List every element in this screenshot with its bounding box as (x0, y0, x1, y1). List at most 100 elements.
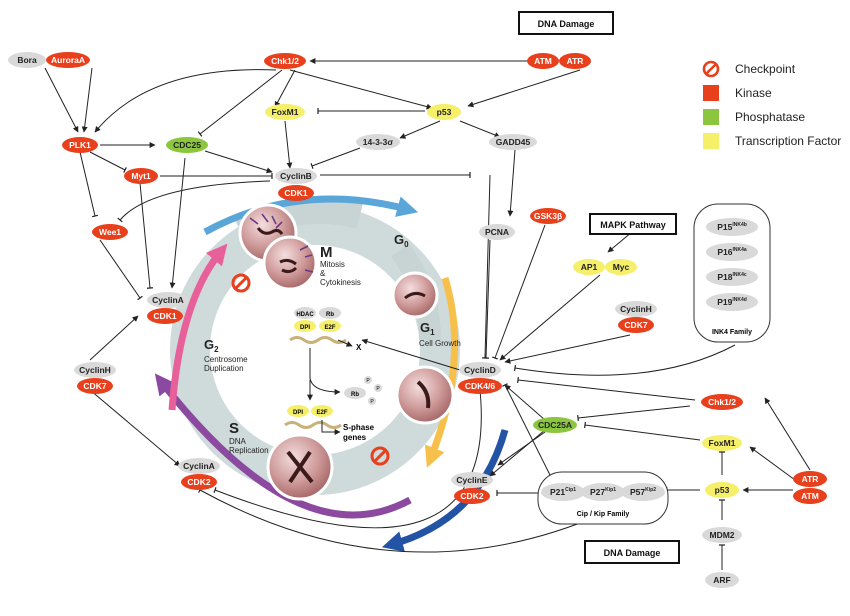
node-cyclin-e (451, 472, 493, 488)
node-foxm1-right (702, 435, 742, 451)
e2f-rb-mechanism: HDAC Rb DPI E2F X Rb P P P DPI E2F S-pha… (284, 307, 382, 442)
dna-strand-2 (284, 421, 342, 429)
node-p16-label: P16INK4a (717, 247, 747, 257)
node-cdk7-right-label: CDK7 (624, 320, 647, 330)
phosphate-3-label: P (370, 399, 374, 405)
node-p19-label: P19INK4d (717, 297, 747, 307)
s-phase-genes-2: genes (343, 433, 367, 442)
phosphate-2 (374, 384, 382, 392)
legend-phosphatase-swatch (703, 109, 719, 125)
cell-g1 (395, 365, 455, 425)
node-p16 (706, 243, 758, 261)
node-atm-right-label: ATM (801, 491, 819, 501)
rb-release-arrow (309, 348, 341, 395)
edge (44, 67, 79, 133)
edge (489, 429, 546, 477)
x-label: X (356, 343, 362, 352)
edge (399, 120, 441, 139)
edge (459, 120, 501, 138)
arc-g2-phase (168, 243, 228, 411)
node-cyclin-a-bottom (178, 458, 220, 474)
node-e2f-2-label: E2F (316, 410, 327, 416)
node-cyclin-b-label: CyclinB (280, 171, 312, 181)
node-p27-label: P27Kip1 (590, 487, 616, 497)
phase-m-label: M (320, 244, 333, 261)
phosphate-1-label: P (366, 378, 370, 384)
edge (467, 69, 581, 108)
edge (749, 446, 796, 481)
node-cdk2-e-label: CDK2 (460, 491, 483, 501)
node-cdc25-top (166, 137, 208, 153)
node-p15 (706, 218, 758, 236)
edge (169, 157, 186, 289)
mapk-pathway-label: MAPK Pathway (600, 220, 666, 230)
node-gsk3b-label: GSK3β (534, 211, 562, 221)
node-p57-label: P57Kip2 (630, 487, 656, 497)
node-dpi-2-label: DPI (293, 410, 303, 416)
node-p57 (621, 483, 665, 501)
node-cdk2-e (454, 488, 490, 504)
node-aurora-a (46, 52, 90, 68)
phase-g0-label: G0 (394, 232, 409, 249)
edges (44, 58, 811, 570)
node-cdk46-label: CDK4/6 (465, 381, 496, 391)
node-p19 (706, 293, 758, 311)
phase-g1-label: G1 (420, 320, 435, 337)
node-mdm2-label: MDM2 (709, 530, 734, 540)
node-p53-top (427, 104, 461, 120)
node-cdk1-a (147, 308, 183, 324)
dna-damage-top-box: DNA Damage (518, 11, 614, 35)
node-bora-label: Bora (17, 55, 37, 65)
edge (117, 180, 271, 223)
node-pcna (479, 224, 515, 240)
node-pcna-label: PCNA (485, 227, 509, 237)
node-cdk1-b (278, 185, 314, 201)
node-arf (705, 572, 739, 588)
legend-checkpoint-label: Checkpoint (735, 62, 796, 76)
edge (99, 239, 143, 301)
legend-phosphatase-label: Phosphatase (735, 110, 805, 124)
legend-kinase-label: Kinase (735, 86, 772, 100)
legend-checkpoint-icon (702, 60, 720, 78)
phase-s-label: S (229, 420, 239, 437)
node-dpi-2 (287, 405, 309, 417)
edge (497, 431, 546, 466)
node-cdk1-b-label: CDK1 (284, 188, 307, 198)
node-cdk1-a-label: CDK1 (153, 311, 176, 321)
edge (81, 67, 93, 133)
phase-g1-desc: Cell Growth (419, 339, 461, 348)
node-ap1-label: AP1 (581, 262, 598, 272)
node-e2f-1-label: E2F (324, 325, 335, 331)
node-foxm1-top (265, 104, 305, 120)
node-myc-label: Myc (613, 262, 630, 272)
phase-m-desc-2: & (320, 269, 326, 278)
dna-strand-1 (289, 336, 347, 344)
edge (507, 149, 516, 217)
node-chk12-top (264, 53, 306, 69)
node-p15-label: P15INK4b (717, 222, 747, 232)
edge (289, 69, 433, 110)
node-aurora-a-label: AuroraA (51, 55, 85, 65)
legend-transcription-factor-swatch (703, 133, 719, 149)
node-cdc25-top-label: CDC25 (173, 140, 201, 150)
node-gadd45-label: GADD45 (496, 137, 531, 147)
node-cyclin-h-left-label: CyclinH (79, 365, 111, 375)
cell-s-phase (266, 433, 334, 501)
node-cdk46 (458, 378, 502, 394)
edge (274, 69, 296, 108)
node-arf-label: ARF (713, 575, 730, 585)
nodes: Bora AuroraA Chk1/2 ATM ATR FoxM1 p53 PL… (8, 52, 827, 588)
node-atr-top-label: ATR (567, 56, 584, 66)
node-cyclin-a-bottom-label: CyclinA (183, 461, 215, 471)
node-chk12-right-label: Chk1/2 (708, 397, 736, 407)
node-foxm1-right-label: FoxM1 (709, 438, 736, 448)
node-p27 (581, 483, 625, 501)
node-ap1 (573, 259, 605, 275)
edge (204, 150, 273, 174)
edge (577, 405, 691, 422)
node-p53-top-label: p53 (437, 107, 452, 117)
phase-arcs (154, 195, 509, 552)
node-p53-right-label: p53 (715, 485, 730, 495)
arc-m-phase (203, 195, 419, 236)
